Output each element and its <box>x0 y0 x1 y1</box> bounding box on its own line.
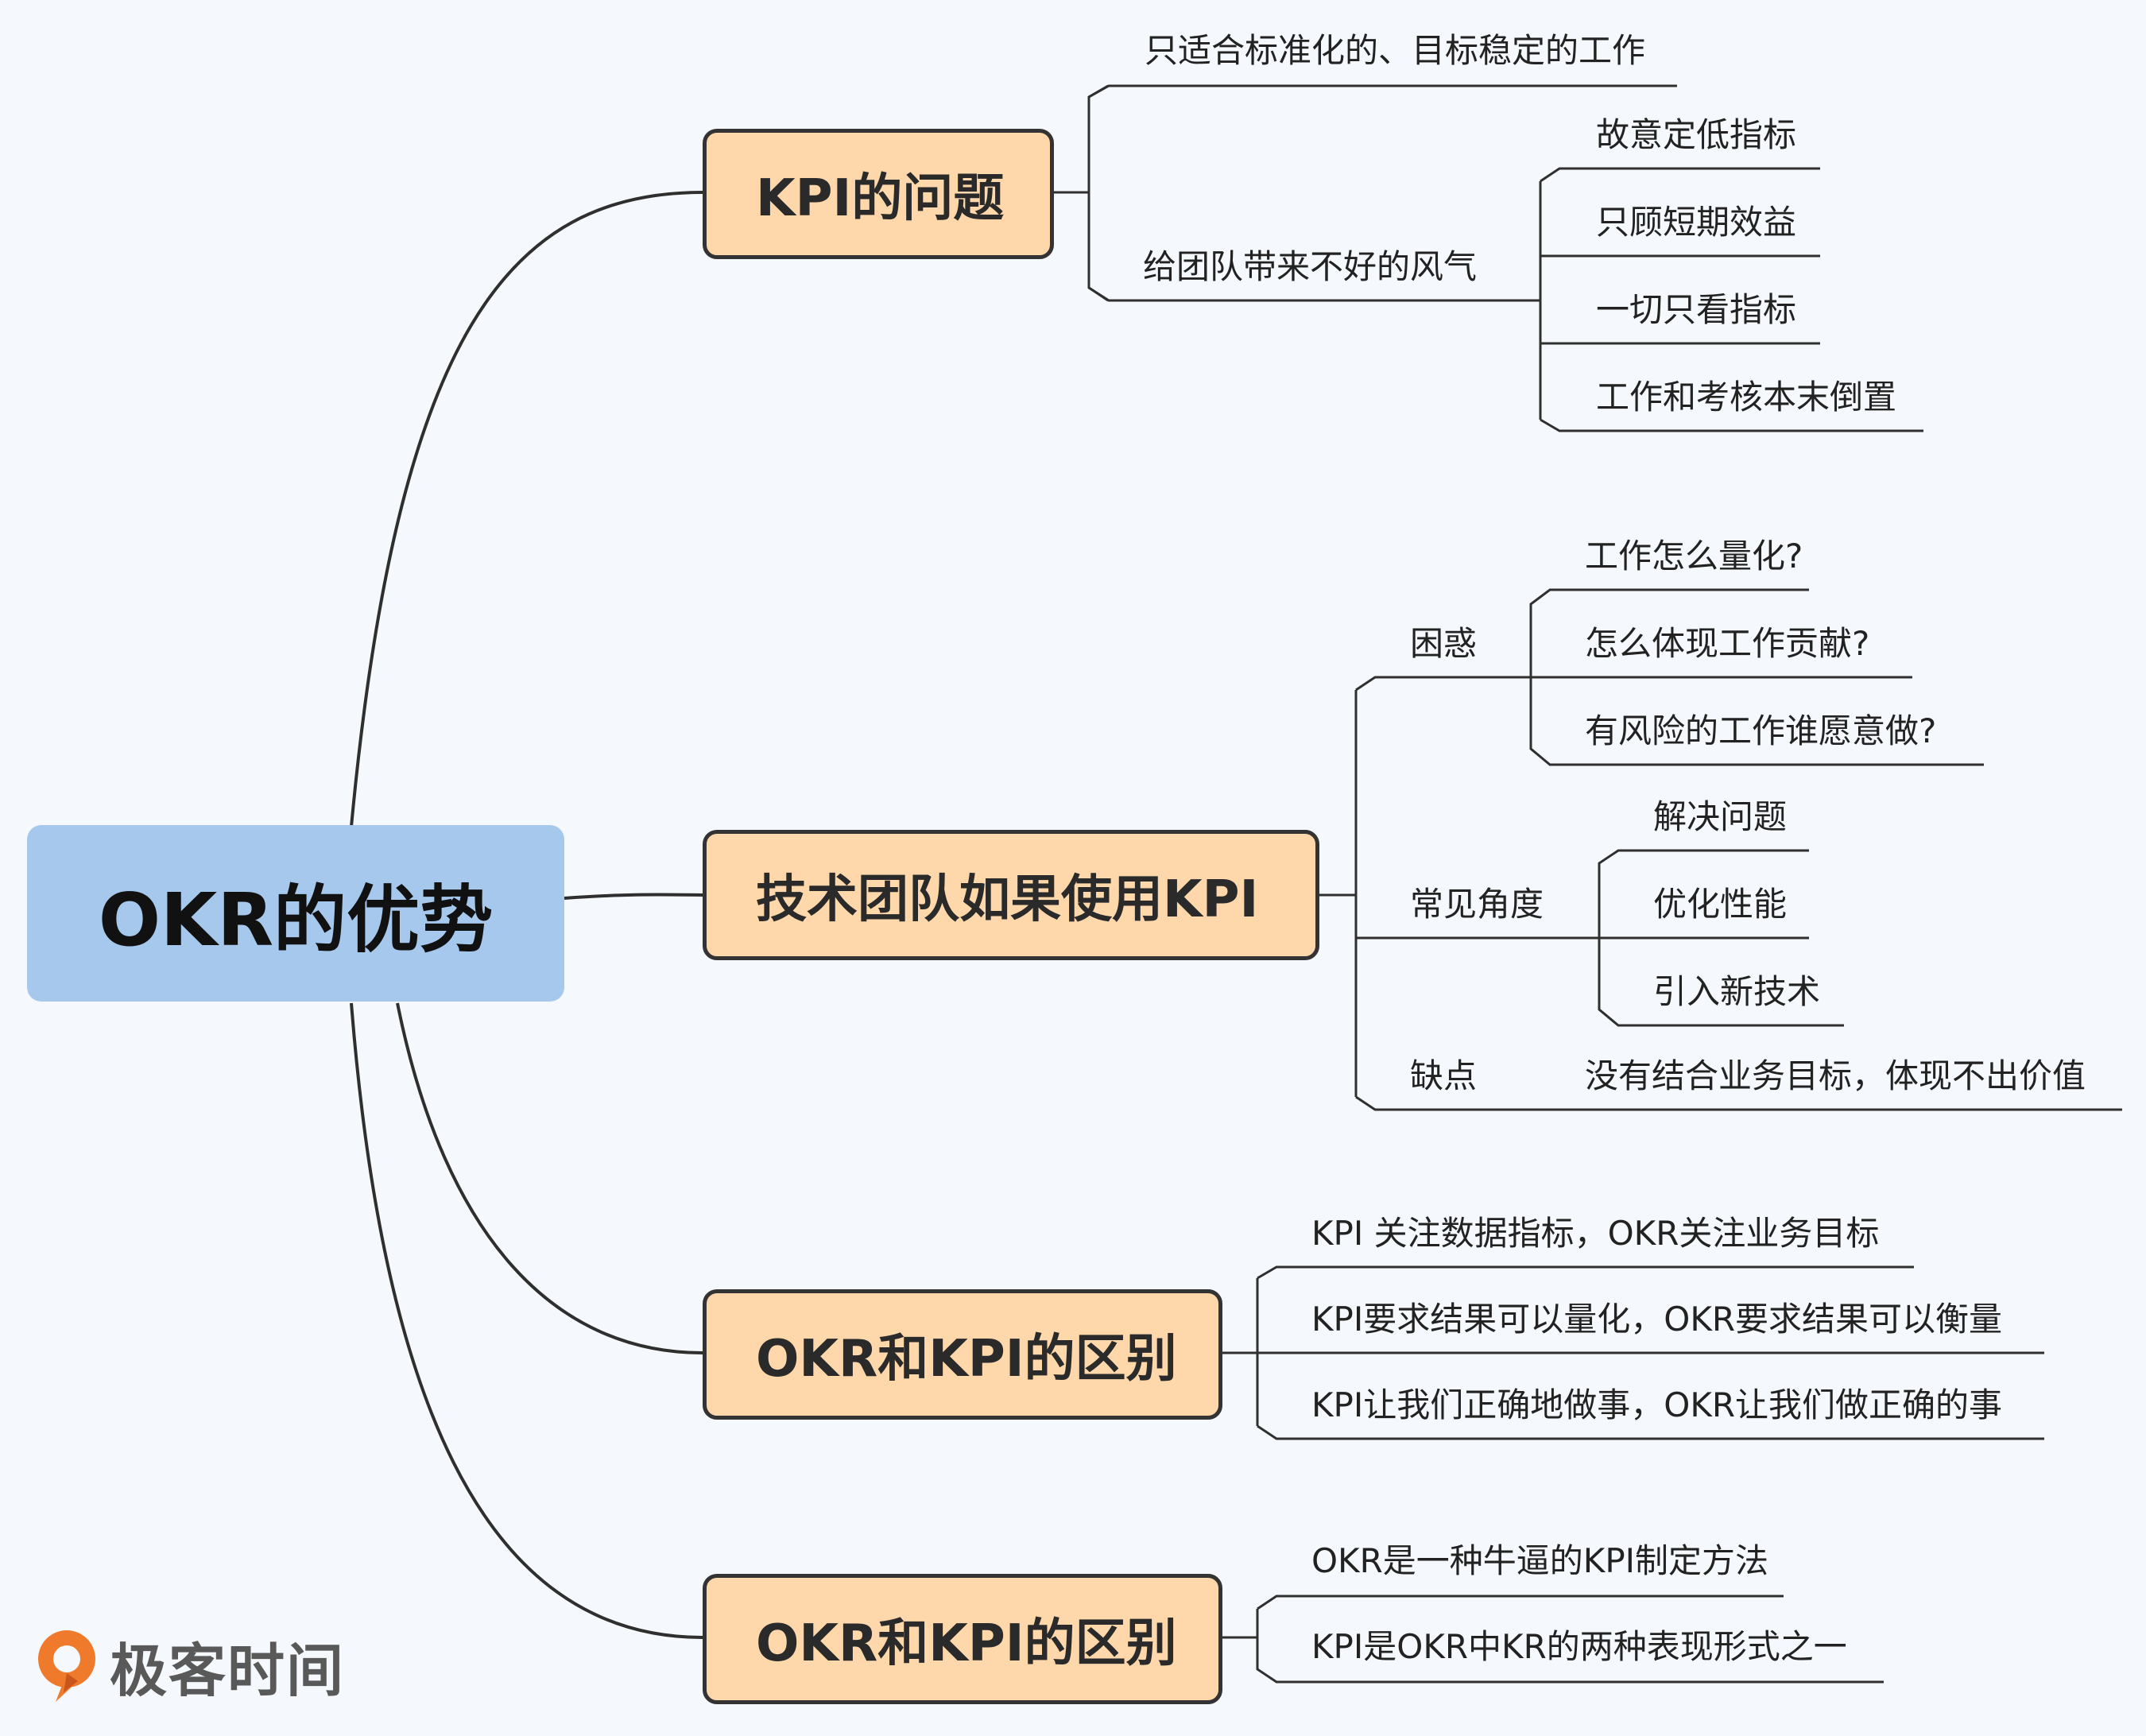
node-text: 常见角度 <box>1410 885 1544 924</box>
node-text: 工作怎么量化? <box>1585 537 1803 575</box>
node-text: 怎么体现工作贡献? <box>1585 624 1870 663</box>
node-text: KPI 关注数据指标，OKR关注业务目标 <box>1311 1214 1880 1253</box>
connector-root-branch1 <box>350 191 703 827</box>
node-text: 困惑 <box>1410 624 1478 663</box>
node-text: 有风险的工作谁愿意做? <box>1585 711 1937 750</box>
branch-okr-kpi-difference-1: OKR和KPI的区别 <box>703 1289 1222 1420</box>
node-text: 缺点 <box>1410 1056 1478 1095</box>
connector-root-branch2 <box>564 893 703 900</box>
node-text: 一切只看指标 <box>1596 290 1797 329</box>
logo-text: 极客时间 <box>110 1637 346 1704</box>
connector-root-branch3 <box>396 1002 703 1354</box>
node-text: 故意定低指标 <box>1596 115 1797 154</box>
node-text: KPI是OKR中KR的两种表现形式之一 <box>1311 1627 1847 1666</box>
node-text: 只顾短期效益 <box>1596 203 1797 242</box>
node-text: 工作和考核本末倒置 <box>1596 378 1897 417</box>
node-text: OKR是一种牛逼的KPI制定方法 <box>1311 1541 1769 1580</box>
node-text: 只适合标准化的、目标稳定的工作 <box>1145 31 1646 70</box>
branch-kpi-problems: KPI的问题 <box>703 129 1054 259</box>
branch-tech-team-kpi: 技术团队如果使用KPI <box>703 830 1319 960</box>
connector-root-branch4 <box>350 1002 703 1639</box>
root-node: OKR的优势 <box>27 825 564 1002</box>
node-text: 引入新技术 <box>1653 972 1821 1011</box>
node-text: 没有结合业务目标，体现不出价值 <box>1585 1056 2086 1095</box>
geektime-logo: 极客时间 <box>32 1622 345 1709</box>
node-text: 给团队带来不好的风气 <box>1143 247 1478 286</box>
node-text: KPI让我们正确地做事，OKR让我们做正确的事 <box>1311 1385 2003 1424</box>
node-text: 优化性能 <box>1653 885 1788 924</box>
node-text: 解决问题 <box>1653 797 1788 836</box>
branch-okr-kpi-difference-2: OKR和KPI的区别 <box>703 1574 1222 1704</box>
node-text: KPI要求结果可以量化，OKR要求结果可以衡量 <box>1311 1300 2003 1339</box>
geektime-logo-icon <box>38 1630 95 1702</box>
